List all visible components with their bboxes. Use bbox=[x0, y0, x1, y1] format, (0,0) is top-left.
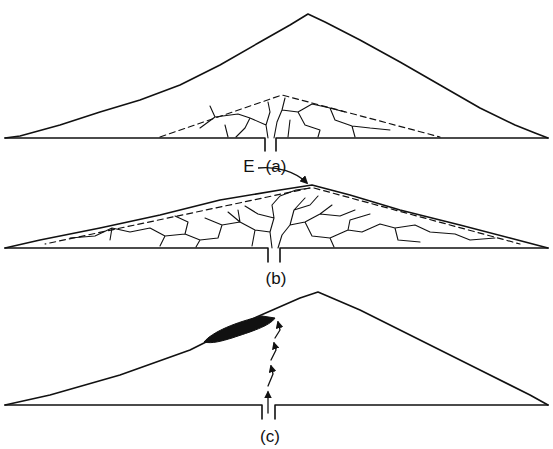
figure-label: (b) bbox=[266, 270, 287, 287]
figure-label: (a) bbox=[266, 158, 287, 175]
cracks bbox=[70, 188, 495, 248]
lava-flow bbox=[204, 316, 275, 343]
ground-line bbox=[5, 248, 548, 262]
ground-line bbox=[5, 138, 548, 151]
volcano-profile bbox=[5, 185, 548, 248]
intrusion-boundary bbox=[160, 95, 440, 137]
intrusion-boundary bbox=[45, 188, 520, 244]
callout-letter: E bbox=[243, 158, 254, 175]
cracks bbox=[200, 98, 390, 138]
volcano-profile bbox=[5, 292, 548, 405]
volcano-profile bbox=[5, 14, 548, 138]
ground-line bbox=[5, 405, 548, 419]
magma-path-arrow bbox=[275, 322, 280, 338]
magma-path-arrow bbox=[271, 343, 276, 360]
figure-label: (c) bbox=[260, 428, 280, 445]
magma-path-arrow bbox=[268, 366, 273, 386]
magma-path-arrow bbox=[267, 392, 268, 413]
